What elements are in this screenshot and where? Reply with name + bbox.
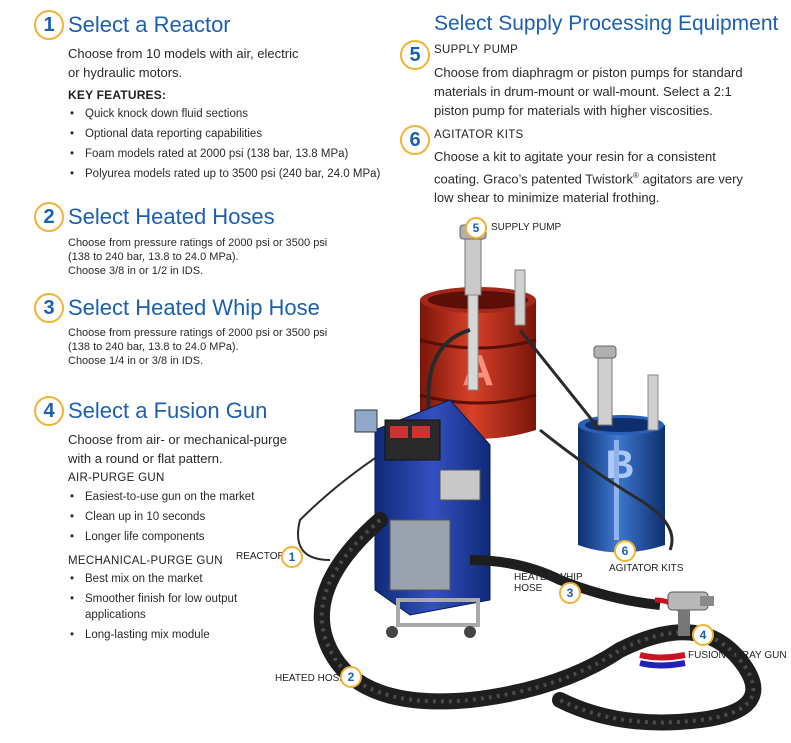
step-6-number: 6 xyxy=(400,125,430,155)
list-item: Smoother finish for low output applicati… xyxy=(70,591,250,623)
list-item: Longer life components xyxy=(70,527,300,547)
callout-gun-number: 4 xyxy=(692,624,714,646)
reactor-section-title: Select a Reactor xyxy=(68,12,231,37)
supply-pump-label: SUPPLY PUMP xyxy=(434,44,519,56)
whip-hose xyxy=(469,555,661,610)
list-item: Optional data reporting capabilities xyxy=(70,124,410,144)
heated-hoses-section-title: Select Heated Hoses xyxy=(68,204,275,229)
list-item: Long-lasting mix module xyxy=(70,627,250,643)
agitator-text-end: agitators are very low shear to minimize… xyxy=(434,171,743,206)
agitator-kits-description: Choose a kit to agitate your resin for a… xyxy=(434,147,764,207)
callout-whip-hose-label: HEATED WHIP HOSE xyxy=(514,572,583,594)
step-3-number: 3 xyxy=(34,293,64,323)
registered-mark: ® xyxy=(632,171,639,180)
reactor-features-list: Quick knock down fluid sections Optional… xyxy=(70,104,410,184)
list-item: Clean up in 10 seconds xyxy=(70,507,300,527)
supply-pump-b xyxy=(593,345,659,431)
list-item: Easiest-to-use gun on the market xyxy=(70,487,300,507)
fusion-gun-section-title: Select a Fusion Gun xyxy=(68,398,268,423)
list-item: Polyurea models rated up to 3500 psi (24… xyxy=(70,164,410,184)
mechanical-purge-features-list: Best mix on the market Smoother finish f… xyxy=(70,571,250,643)
heated-hoses-description: Choose from pressure ratings of 2000 psi… xyxy=(68,237,328,277)
step-1-number: 1 xyxy=(34,10,64,40)
callout-heated-hose-number: 2 xyxy=(340,666,362,688)
callout-heated-hose-label: HEATED HOSE xyxy=(275,673,346,684)
list-item: Quick knock down fluid sections xyxy=(70,104,410,124)
callout-supply-pump-label: SUPPLY PUMP xyxy=(491,222,562,233)
reactor-unit xyxy=(354,399,491,638)
fusion-spray-gun xyxy=(667,591,714,636)
step-5-number: 5 xyxy=(400,40,430,70)
callout-reactor-label: REACTOR xyxy=(236,551,285,562)
callout-reactor-number: 1 xyxy=(281,546,303,568)
list-item: Foam models rated at 2000 psi (138 bar, … xyxy=(70,144,410,164)
callout-gun-label: FUSION SPRAY GUN xyxy=(688,650,787,661)
supply-section-title: Select Supply Processing Equipment xyxy=(434,12,779,35)
whip-hose-section-title: Select Heated Whip Hose xyxy=(68,295,320,320)
callout-agitator-number: 6 xyxy=(614,540,636,562)
whip-hose-description: Choose from pressure ratings of 2000 psi… xyxy=(68,327,328,367)
agitator-kits-label: AGITATOR KITS xyxy=(434,129,524,141)
drum-b: B xyxy=(578,415,665,553)
key-features-label: KEY FEATURES: xyxy=(68,88,167,102)
heated-hose xyxy=(313,512,762,731)
air-purge-features-list: Easiest-to-use gun on the market Clean u… xyxy=(70,487,300,547)
fusion-gun-description: Choose from air- or mechanical-purge wit… xyxy=(68,432,287,466)
air-purge-gun-label: AIR-PURGE GUN xyxy=(68,472,165,484)
reactor-description: Choose from 10 models with air, electric… xyxy=(68,46,299,80)
mechanical-purge-gun-label: MECHANICAL-PURGE GUN xyxy=(68,555,223,567)
callout-supply-pump-number: 5 xyxy=(465,217,487,239)
callout-whip-hose-number: 3 xyxy=(559,582,581,604)
callout-agitator-label: AGITATOR KITS xyxy=(609,563,684,574)
supply-pump-description: Choose from diaphragm or piston pumps fo… xyxy=(434,65,743,118)
step-4-number: 4 xyxy=(34,396,64,426)
list-item: Best mix on the market xyxy=(70,571,250,587)
step-2-number: 2 xyxy=(34,202,64,232)
agitator-text-start: Choose a kit to agitate your resin for a… xyxy=(434,149,716,187)
